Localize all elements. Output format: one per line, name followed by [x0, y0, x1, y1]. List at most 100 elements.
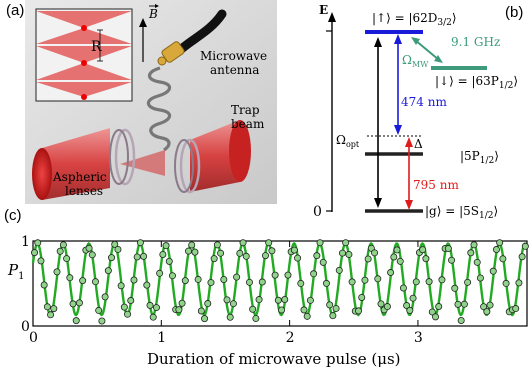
y-axis-label: P1 — [7, 261, 24, 282]
data-point — [43, 303, 51, 311]
data-point — [515, 279, 523, 287]
data-point — [512, 305, 520, 313]
state-down-label: |↓⟩ = |63P1/2⟩ — [435, 74, 518, 91]
data-point — [207, 279, 215, 287]
data-point — [111, 240, 119, 248]
lattice-inset: R — [35, 8, 133, 102]
data-point — [393, 246, 401, 254]
detuning-label: Δ — [414, 137, 423, 151]
trap-beam — [32, 120, 251, 200]
b-field-arrow: B — [139, 4, 159, 62]
data-point — [419, 246, 427, 254]
data-point — [85, 244, 93, 252]
data-point — [201, 315, 209, 323]
panel-b-label: (b) — [505, 4, 524, 21]
data-point — [432, 313, 440, 321]
data-point — [188, 241, 196, 249]
panel-c-label: (c) — [4, 207, 22, 224]
atom-dot — [81, 60, 87, 66]
energy-axis-label: E — [319, 3, 328, 17]
data-point — [69, 300, 77, 308]
data-point — [406, 306, 414, 314]
lens-label-line2: lenses — [65, 184, 103, 198]
data-point — [428, 308, 436, 316]
data-point — [409, 294, 417, 302]
data-point — [210, 255, 218, 263]
data-point — [255, 296, 263, 304]
data-point — [130, 276, 138, 284]
data-point — [448, 256, 456, 264]
data-point — [322, 279, 330, 287]
data-point — [274, 296, 282, 304]
data-point — [335, 266, 343, 274]
data-point — [159, 250, 167, 258]
x-tick-label: 0 — [29, 330, 38, 346]
data-point — [249, 305, 257, 313]
blue-wavelength-label: 474 nm — [401, 95, 447, 109]
data-point — [319, 258, 327, 266]
data-point — [284, 271, 292, 279]
data-point — [53, 268, 61, 276]
panel-a-label: (a) — [6, 2, 25, 19]
data-point — [496, 239, 504, 247]
data-point — [168, 272, 176, 280]
data-point — [31, 249, 39, 257]
state-up-label: |↑⟩ = |62D3/2⟩ — [372, 11, 457, 28]
data-point — [316, 239, 324, 247]
data-point — [300, 306, 308, 314]
plot-frame — [32, 240, 528, 327]
data-point — [72, 317, 80, 325]
data-point — [56, 247, 64, 255]
mw-transition-arrow — [414, 39, 440, 61]
data-point — [66, 274, 74, 282]
data-point — [181, 277, 189, 285]
data-point — [396, 257, 404, 265]
data-point — [518, 253, 526, 261]
data-point — [136, 239, 144, 247]
data-point — [383, 303, 391, 311]
data-point — [268, 247, 276, 255]
data-point — [223, 296, 231, 304]
data-point — [178, 299, 186, 307]
data-point — [239, 239, 247, 247]
data-point — [63, 255, 71, 263]
data-point — [271, 271, 279, 279]
data-point — [220, 275, 228, 283]
data-point — [499, 255, 507, 263]
data-point — [403, 302, 411, 310]
data-point — [217, 249, 225, 257]
data-point — [399, 284, 407, 292]
data-point — [34, 239, 42, 247]
y-tick-label: 1 — [21, 234, 30, 250]
data-point — [454, 300, 462, 308]
x-tick-label: 1 — [157, 330, 166, 346]
data-point — [242, 252, 250, 260]
data-point — [332, 304, 340, 312]
x-tick-label: 2 — [286, 330, 295, 346]
data-point — [37, 257, 45, 265]
data-point — [303, 312, 311, 320]
data-point — [114, 245, 122, 253]
data-point — [156, 269, 164, 277]
data-point — [306, 296, 314, 304]
data-point — [310, 270, 318, 278]
data-point — [492, 246, 500, 254]
data-point — [374, 275, 382, 283]
data-point — [149, 313, 157, 321]
data-point — [502, 279, 510, 287]
data-point — [95, 306, 103, 314]
data-point — [194, 275, 202, 283]
data-point — [146, 301, 154, 309]
data-point — [185, 247, 193, 255]
data-point — [345, 250, 353, 258]
data-point — [422, 255, 430, 263]
data-point — [480, 303, 488, 311]
data-point — [358, 293, 366, 301]
data-point — [412, 278, 420, 286]
omega-mw-label: ΩMW — [402, 53, 429, 69]
data-point — [233, 273, 241, 281]
data-point — [348, 278, 356, 286]
data-point — [175, 306, 183, 314]
